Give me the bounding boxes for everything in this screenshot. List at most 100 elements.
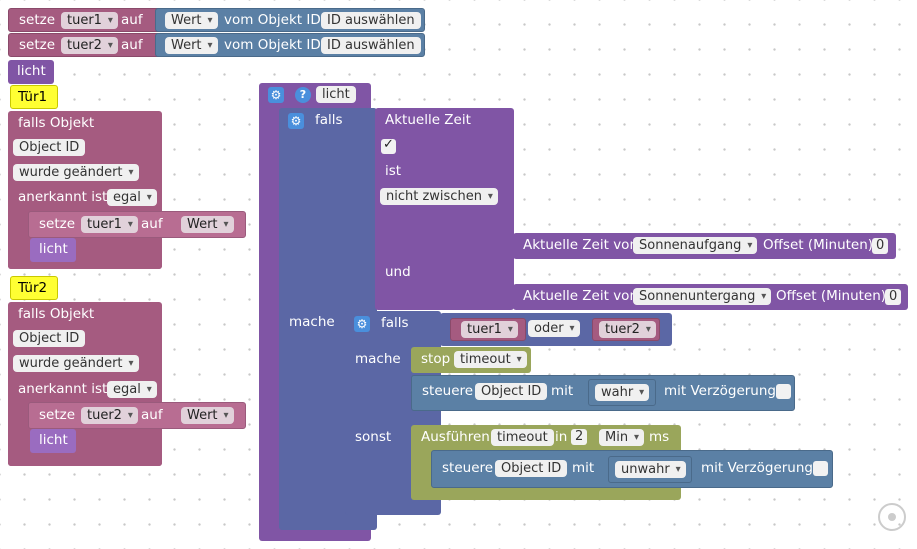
bool-dropdown[interactable]: wahr	[595, 384, 650, 401]
value-of-object-block[interactable]: Wert vom Objekt ID ID auswählen	[155, 8, 425, 32]
licht-label: licht	[17, 63, 46, 79]
falls-objekt-label: falls Objekt	[18, 306, 95, 322]
wert-dropdown[interactable]: Wert	[181, 216, 234, 233]
astro-time-block-2[interactable]: Aktuelle Zeit von Sonnenuntergang Offset…	[513, 284, 908, 310]
vom-objekt-label: vom Objekt ID	[224, 37, 321, 53]
setze-label: setze	[19, 12, 56, 28]
sonst-label: sonst	[355, 429, 392, 445]
tuer1-var-block[interactable]: tuer1	[450, 318, 526, 341]
falls-label: falls	[381, 315, 409, 331]
aktuelle-zeit-von-label: Aktuelle Zeit von	[523, 288, 639, 304]
setze-label: setze	[39, 216, 76, 232]
or-dropdown[interactable]: oder	[528, 320, 580, 337]
comment-tuer2[interactable]: Tür2	[10, 276, 58, 300]
set-tuer1-block[interactable]: setze tuer1 auf	[8, 8, 163, 32]
var-dropdown[interactable]: tuer2	[81, 407, 138, 424]
object-id-field[interactable]: Object ID	[13, 330, 86, 347]
falls-label: falls	[315, 112, 343, 128]
mache-label: mache	[289, 314, 335, 330]
set-tuer1-inner-block[interactable]: setze tuer1 auf Wert	[28, 211, 246, 238]
delay-checkbox[interactable]	[813, 461, 828, 476]
help-icon[interactable]: ?	[295, 87, 311, 103]
tuer2-var-block[interactable]: tuer2	[592, 318, 660, 341]
wert-dropdown[interactable]: Wert	[181, 407, 234, 424]
or-block[interactable]: tuer1 oder tuer2	[440, 313, 672, 346]
control-false-block[interactable]: steuere Object ID mit unwahr mit Verzöge…	[431, 450, 833, 488]
trigger-tuer2-block[interactable]: falls Objekt Object ID wurde geändert an…	[8, 302, 162, 466]
check-icon: ✓	[383, 137, 394, 152]
var-dropdown[interactable]: tuer1	[81, 216, 138, 233]
function-name-field[interactable]: licht	[316, 86, 356, 103]
changed-dropdown[interactable]: wurde geändert	[13, 355, 139, 372]
unit-dropdown[interactable]: Min	[599, 429, 645, 446]
delay-label: mit Verzögerung	[701, 460, 813, 476]
center-view-icon[interactable]	[878, 503, 906, 531]
wert-dropdown[interactable]: Wert	[165, 12, 218, 29]
changed-dropdown[interactable]: wurde geändert	[13, 164, 139, 181]
object-id-field[interactable]: Object ID	[13, 139, 86, 156]
offset-number[interactable]: 0	[885, 289, 902, 305]
timeout-dropdown[interactable]: timeout	[454, 351, 527, 368]
ausfuehren-label: Ausführen	[421, 429, 490, 445]
ack-dropdown[interactable]: egal	[107, 189, 157, 206]
steuere-label: steuere	[442, 460, 494, 476]
auf-label: auf	[121, 12, 143, 28]
bool-block[interactable]: unwahr	[608, 456, 692, 483]
wert-dropdown[interactable]: Wert	[165, 37, 218, 54]
licht-label: licht	[39, 241, 68, 257]
steuere-label: steuere	[422, 383, 474, 399]
compare-dropdown[interactable]: nicht zwischen	[380, 188, 498, 205]
setze-label: setze	[39, 407, 76, 423]
mache-label: mache	[355, 351, 401, 367]
licht-call-block[interactable]: licht	[8, 60, 54, 84]
astro-dropdown[interactable]: Sonnenaufgang	[633, 237, 758, 254]
var-dropdown[interactable]: tuer1	[61, 12, 118, 29]
bool-block[interactable]: wahr	[588, 379, 656, 406]
bool-dropdown[interactable]: unwahr	[615, 461, 686, 478]
offset-number[interactable]: 0	[872, 238, 889, 254]
timeout-name-field[interactable]: timeout	[491, 429, 554, 446]
auf-label: auf	[121, 37, 143, 53]
gear-icon[interactable]: ⚙	[268, 87, 284, 103]
in-label: in	[555, 429, 568, 445]
set-tuer2-block[interactable]: setze tuer2 auf	[8, 33, 163, 57]
vom-objekt-label: vom Objekt ID	[224, 12, 321, 28]
anerkannt-label: anerkannt ist	[18, 381, 108, 397]
offset-label: Offset (Minuten)	[763, 237, 874, 253]
setze-label: setze	[19, 37, 56, 53]
astro-time-block-1[interactable]: Aktuelle Zeit von Sonnenaufgang Offset (…	[513, 233, 896, 259]
comment-text: Tür1	[18, 89, 48, 105]
licht-call-block[interactable]: licht	[30, 238, 76, 262]
delay-label: mit Verzögerung	[664, 383, 776, 399]
offset-label: Offset (Minuten)	[776, 288, 887, 304]
var-dropdown[interactable]: tuer1	[461, 321, 518, 338]
comment-tuer1[interactable]: Tür1	[10, 85, 58, 109]
stop-timeout-block[interactable]: stop timeout	[411, 347, 531, 373]
falls-objekt-label: falls Objekt	[18, 115, 95, 131]
licht-call-block[interactable]: licht	[30, 429, 76, 453]
id-select-field[interactable]: ID auswählen	[321, 37, 421, 54]
und-label: und	[385, 264, 411, 280]
control-true-block[interactable]: steuere Object ID mit wahr mit Verzögeru…	[411, 375, 795, 411]
auf-label: auf	[141, 216, 163, 232]
ack-dropdown[interactable]: egal	[107, 381, 157, 398]
value-of-object-block[interactable]: Wert vom Objekt ID ID auswählen	[155, 33, 425, 57]
var-dropdown[interactable]: tuer2	[599, 321, 656, 338]
astro-dropdown[interactable]: Sonnenuntergang	[633, 288, 772, 305]
gear-icon[interactable]: ⚙	[354, 316, 370, 332]
mit-label: mit	[572, 460, 595, 476]
set-tuer2-inner-block[interactable]: setze tuer2 auf Wert	[28, 402, 246, 429]
ist-label: ist	[385, 163, 402, 179]
delay-number[interactable]: 2	[571, 429, 588, 445]
aktuelle-zeit-label: Aktuelle Zeit	[385, 112, 471, 128]
checkbox[interactable]: ✓	[381, 137, 396, 154]
gear-icon[interactable]: ⚙	[288, 113, 304, 129]
delay-checkbox[interactable]	[776, 384, 791, 399]
stop-label: stop	[421, 351, 451, 367]
time-compare-block[interactable]: Aktuelle Zeit ✓ ist nicht zwischen und	[375, 108, 514, 310]
mit-label: mit	[551, 383, 574, 399]
var-dropdown[interactable]: tuer2	[61, 37, 118, 54]
object-id-field[interactable]: Object ID	[475, 383, 548, 400]
object-id-field[interactable]: Object ID	[495, 460, 568, 477]
id-select-field[interactable]: ID auswählen	[321, 12, 421, 29]
